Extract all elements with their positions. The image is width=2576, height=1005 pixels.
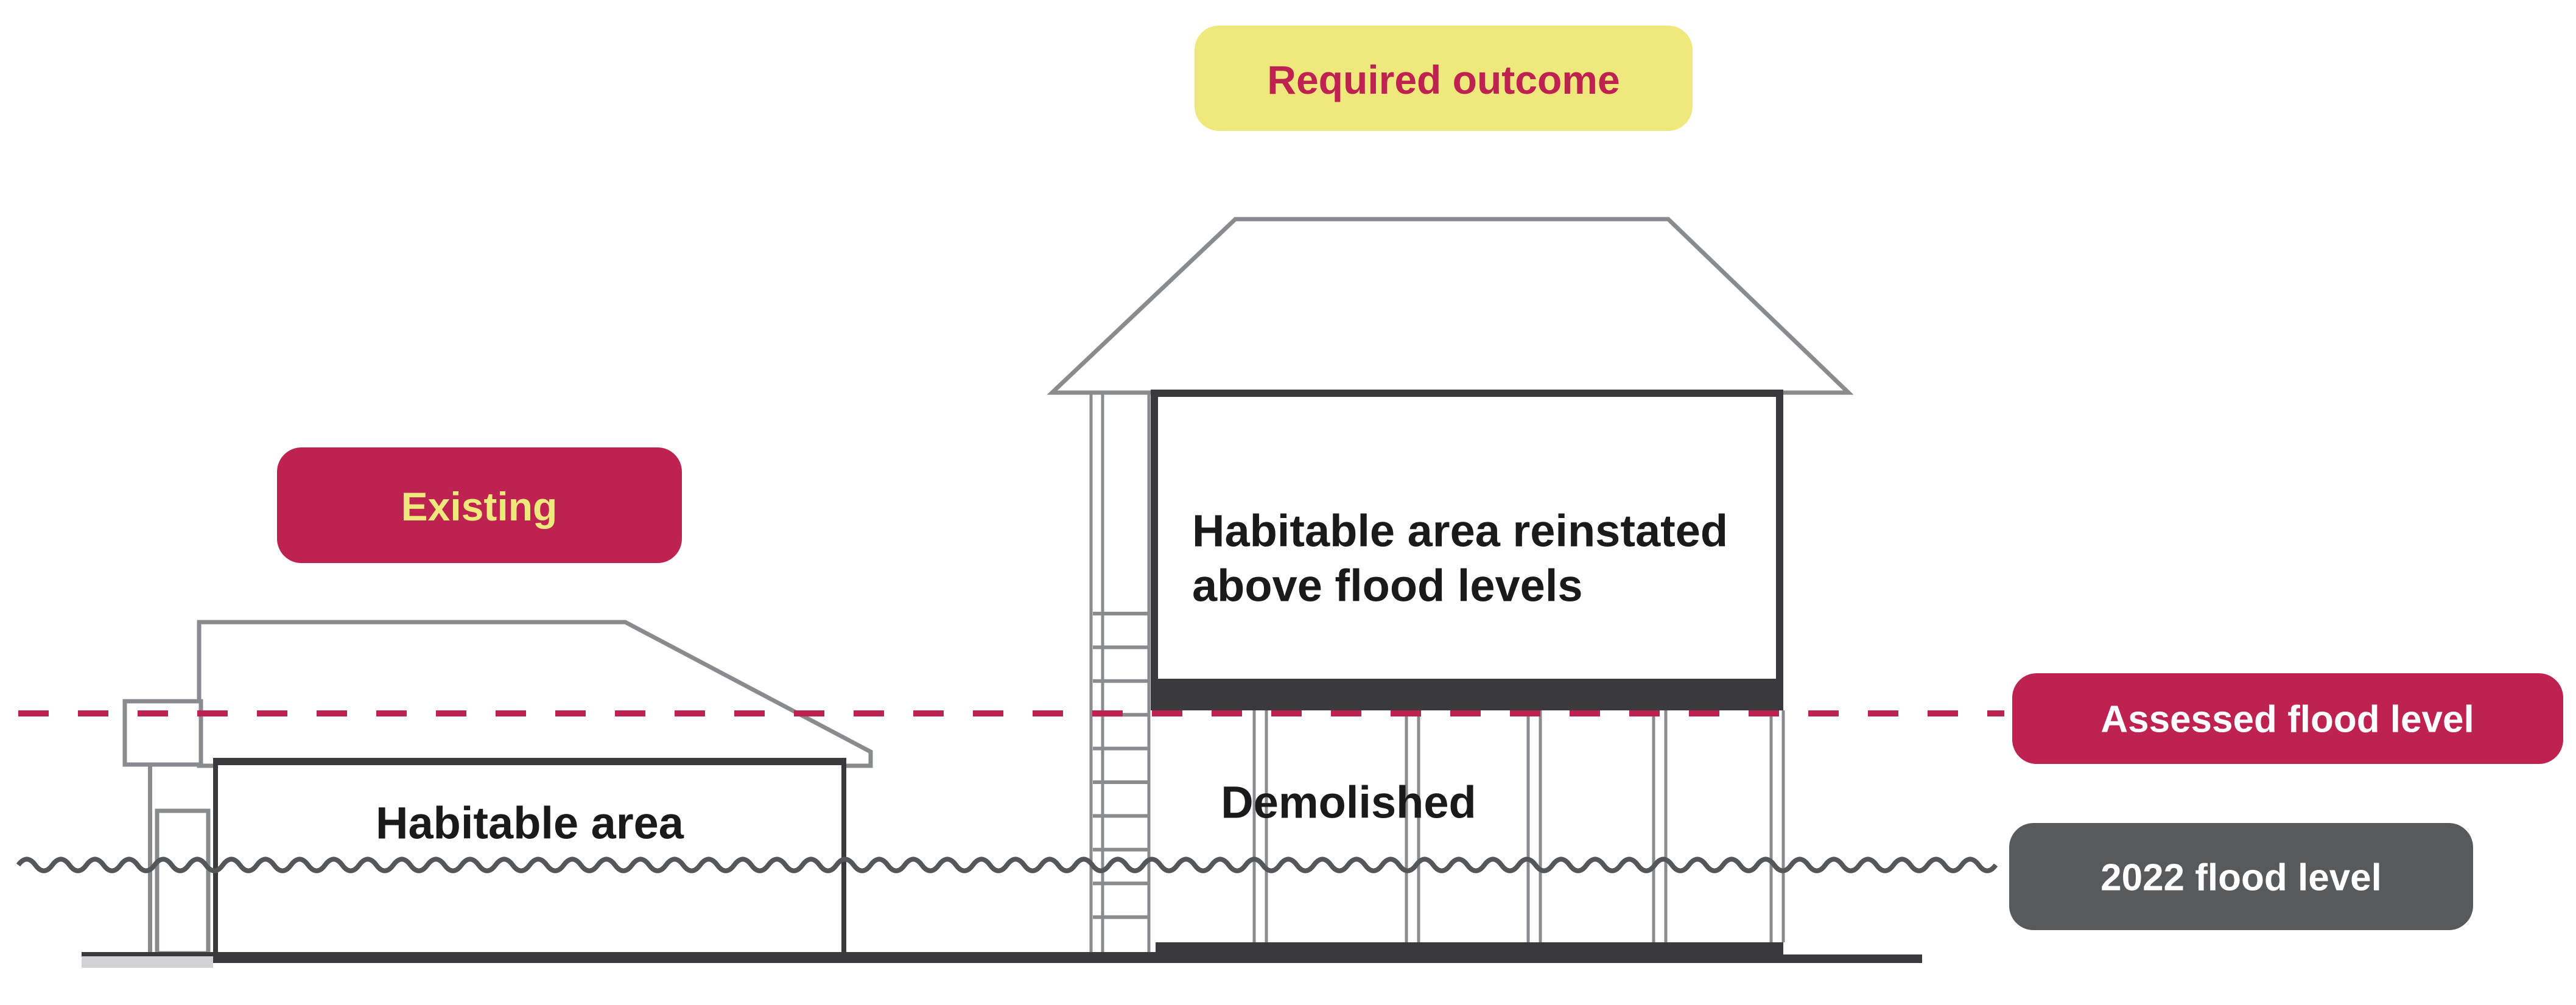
required-outcome-badge: Required outcome: [1195, 26, 1693, 131]
existing-house-porch-post: [148, 765, 152, 953]
ground-band-left: [213, 952, 1156, 963]
outcome-house-upper-label-line2: above flood levels: [1192, 561, 1583, 611]
flood-2022-badge-label: 2022 flood level: [2100, 857, 2382, 899]
ground-band-right: [1783, 954, 1922, 963]
existing-house-wall-top-border: [213, 758, 846, 765]
outcome-house-floor-slab: [1151, 679, 1783, 710]
existing-house-wall-left-border: [213, 758, 218, 963]
outcome-house-upper-label-line1: Habitable area reinstated: [1192, 506, 1728, 556]
outcome-house-demolished-label: Demolished: [1221, 777, 1476, 828]
required-outcome-badge-label: Required outcome: [1267, 57, 1620, 102]
flood-2022-badge: 2022 flood level: [2009, 823, 2473, 930]
flood-2022-wave-line: [16, 856, 1998, 874]
outcome-house-roof: [1047, 217, 1854, 395]
existing-house-roof: [197, 620, 873, 768]
porch-ground-line: [82, 952, 213, 956]
existing-badge-label: Existing: [401, 484, 558, 529]
outcome-house-posts: [1252, 710, 1785, 942]
outcome-house-upper-box-right-border: [1776, 390, 1783, 710]
existing-house-door-frame: [155, 808, 211, 956]
assessed-flood-level-badge: Assessed flood level: [2012, 673, 2563, 764]
outcome-house: Habitable area reinstated above flood le…: [1047, 217, 1854, 952]
porch-ground-slab: [82, 956, 213, 968]
ground: [82, 942, 1922, 968]
outcome-house-upper-box-top-border: [1151, 390, 1783, 397]
existing-house-label: Habitable area: [376, 798, 684, 849]
outcome-house-bottom-slab: [1156, 942, 1783, 963]
existing-badge: Existing: [277, 447, 682, 563]
assessed-flood-level-badge-label: Assessed flood level: [2100, 699, 2474, 741]
existing-house: Habitable area: [122, 620, 873, 963]
existing-house-wall: [213, 758, 846, 963]
outcome-house-upper-box-left-border: [1151, 390, 1158, 710]
outcome-house-upper-box: [1151, 390, 1783, 710]
